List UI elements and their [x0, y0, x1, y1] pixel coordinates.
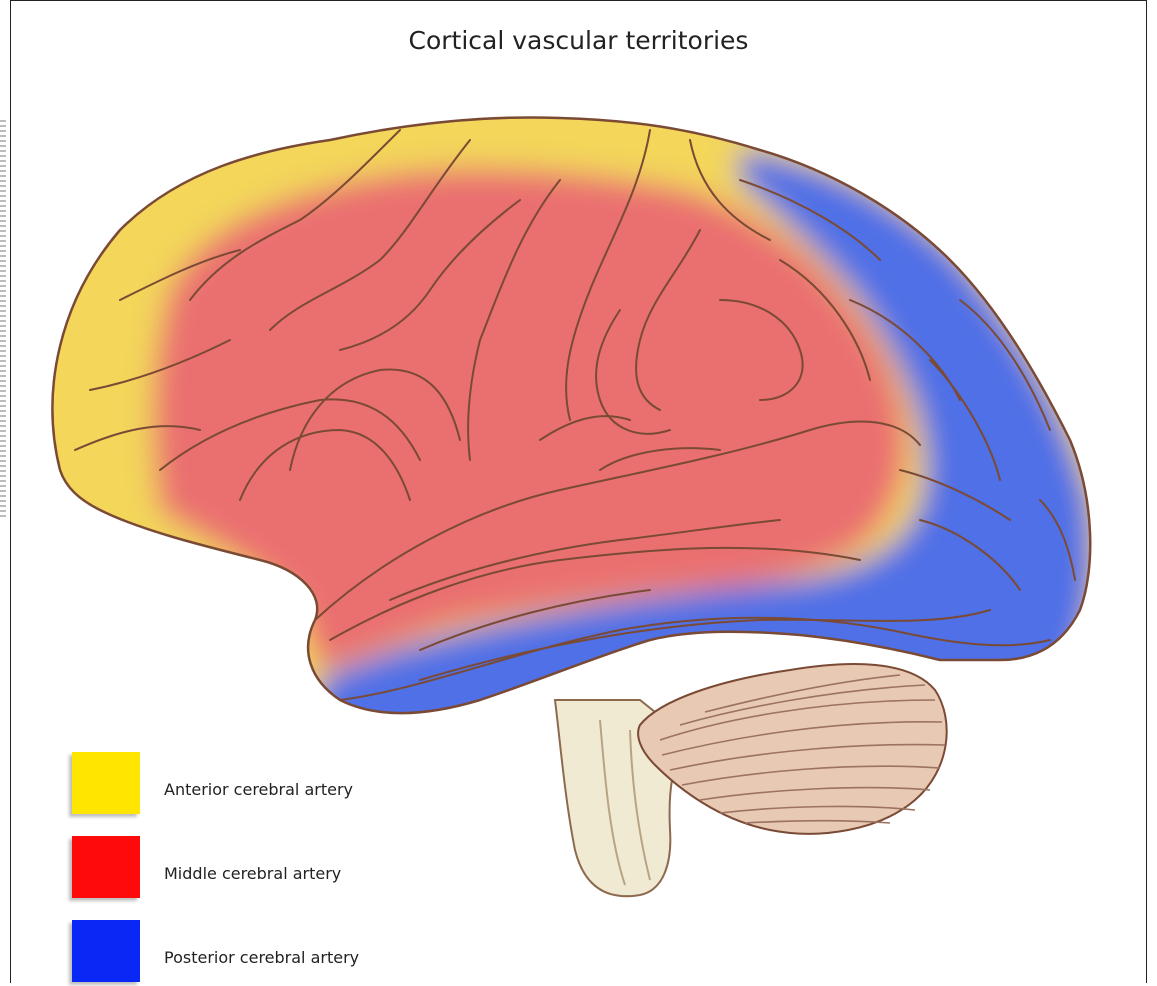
legend-label-posterior: Posterior cerebral artery: [164, 948, 359, 967]
legend-swatch-middle: [72, 836, 140, 898]
legend-label-anterior: Anterior cerebral artery: [164, 780, 353, 799]
legend-swatch-anterior: [72, 752, 140, 814]
legend-item-anterior: Anterior cerebral artery: [72, 752, 472, 818]
legend-swatch-posterior: [72, 920, 140, 982]
legend-label-middle: Middle cerebral artery: [164, 864, 341, 883]
legend-item-middle: Middle cerebral artery: [72, 836, 472, 902]
diagram-title: Cortical vascular territories: [0, 26, 1157, 55]
legend-item-posterior: Posterior cerebral artery: [72, 920, 472, 986]
